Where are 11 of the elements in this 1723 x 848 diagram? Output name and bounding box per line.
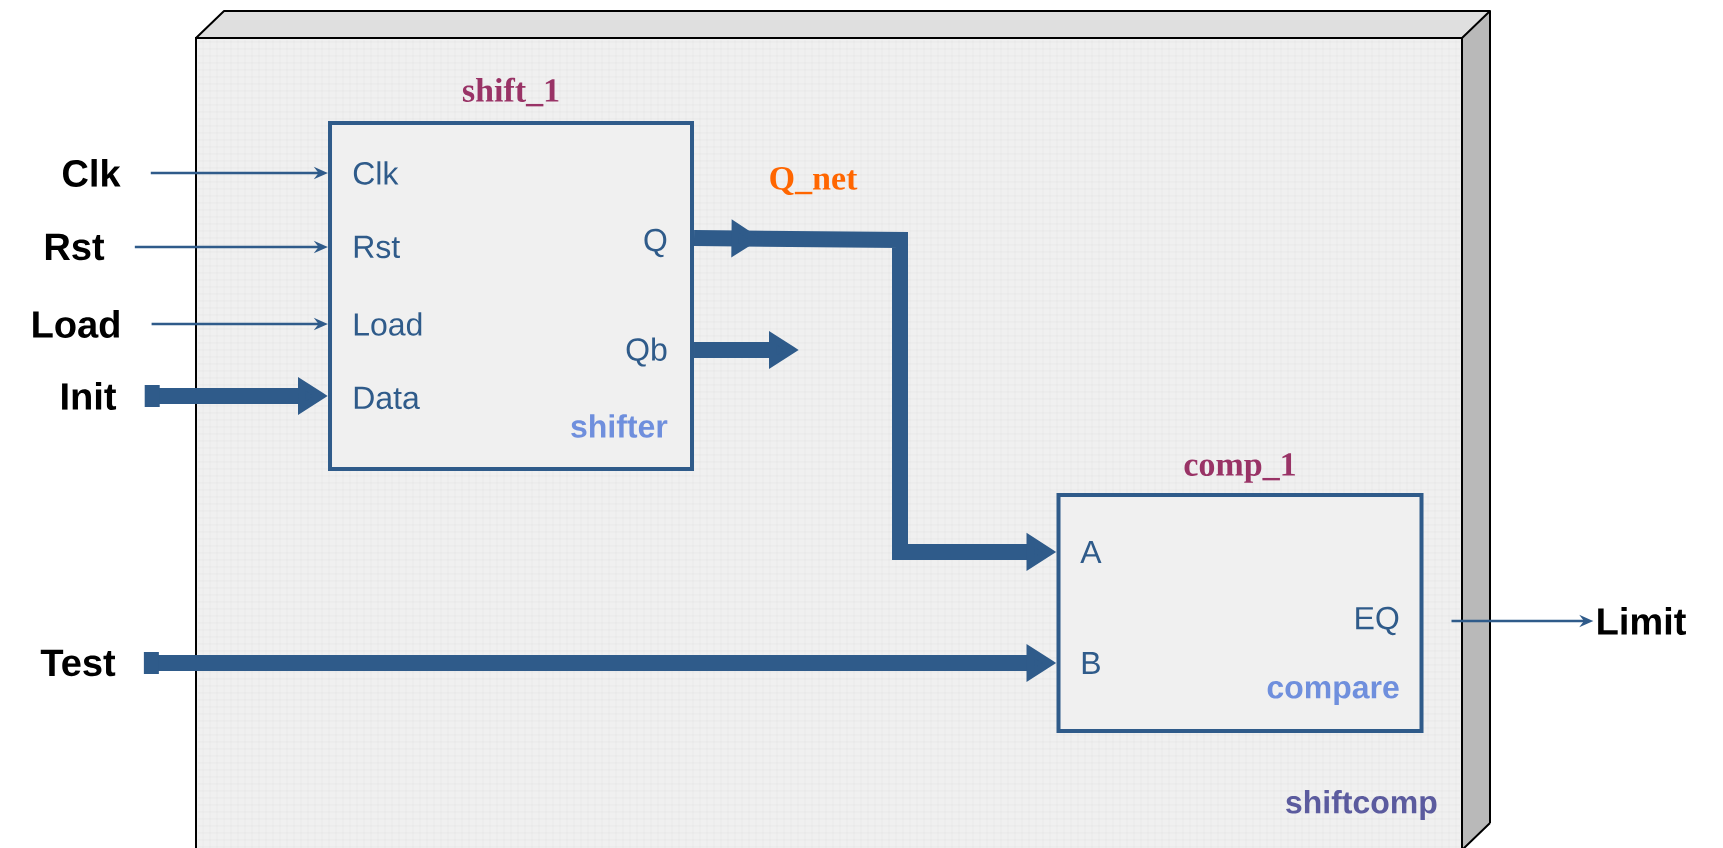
node-label: shift_1 [462,77,559,107]
node-label: comp_1 [1184,453,1295,483]
port-label: Clk [63,159,121,187]
component-box: shift_1 Clk Rst Load Data Q Qb shifter [328,77,694,471]
edge-label: Q_net [770,167,858,195]
port-label: Init [62,382,117,410]
port-label: Rst [45,233,105,261]
port-label: Test [40,649,116,677]
port-label: Limit [1598,607,1686,635]
component-box: comp_1 A B EQ compare [1056,453,1424,733]
port-label: Load [33,310,119,338]
